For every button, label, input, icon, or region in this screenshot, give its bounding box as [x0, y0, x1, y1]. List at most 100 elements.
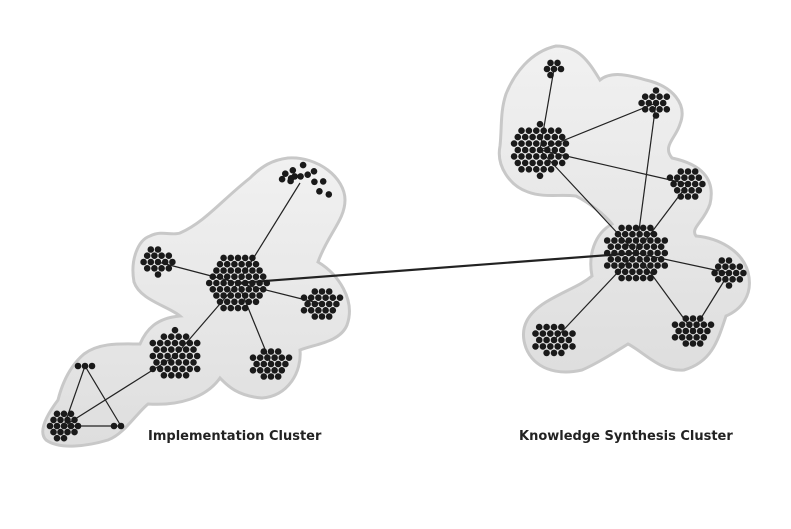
node-dot: [643, 255, 651, 263]
node-dot: [140, 258, 147, 266]
node-dot: [149, 339, 157, 347]
node-dot: [650, 230, 658, 238]
node-dot: [654, 249, 661, 257]
node-dot: [274, 360, 282, 368]
node-dot: [525, 127, 533, 134]
node-dot: [684, 180, 692, 188]
node-dot: [325, 191, 333, 198]
node-dot: [562, 153, 570, 160]
node-dot: [558, 336, 565, 344]
node-dot: [647, 249, 654, 257]
implementation-cluster-region: [41, 156, 351, 448]
node-dot: [71, 416, 78, 424]
node-dot: [684, 168, 692, 175]
node-dot: [213, 279, 220, 287]
node-dot: [156, 365, 164, 373]
node-dot: [639, 237, 647, 244]
node-dot: [307, 307, 315, 314]
node-dot: [673, 187, 681, 194]
node-dot: [252, 286, 260, 293]
node-dot: [689, 340, 697, 347]
node-dot: [241, 279, 249, 287]
node-dot: [561, 330, 569, 337]
node-dot: [249, 367, 257, 374]
node-dot: [205, 279, 213, 287]
node-dot: [521, 159, 529, 167]
edge-i-low-i-tri-left: [63, 355, 176, 427]
node-dot: [238, 260, 245, 268]
node-dot: [725, 269, 733, 277]
node-dot: [614, 268, 622, 276]
node-group-i-tri-right: [110, 422, 125, 430]
node-dot: [539, 330, 547, 337]
node-dot: [678, 334, 686, 341]
knowledge-synthesis-cluster-label: Knowledge Synthesis Cluster: [519, 429, 733, 444]
node-dot: [253, 360, 260, 368]
node-dot: [53, 410, 61, 418]
node-dot: [611, 237, 618, 244]
node-dot: [650, 268, 658, 276]
node-dot: [554, 343, 561, 350]
node-dot: [209, 273, 217, 281]
node-group-k-topright: [638, 87, 671, 119]
node-dot: [234, 304, 242, 312]
node-dot: [158, 252, 165, 259]
node-dot: [691, 180, 699, 188]
node-dot: [311, 300, 319, 308]
node-dot: [607, 255, 615, 263]
node-dot: [656, 106, 663, 113]
node-group-i-tri-top: [74, 362, 96, 370]
node-dot: [278, 175, 286, 183]
node-dot: [529, 159, 536, 167]
node-dot: [291, 173, 299, 180]
node-dot: [267, 348, 275, 355]
node-dot: [618, 262, 625, 269]
node-dot: [168, 333, 175, 341]
node-dot: [543, 336, 550, 344]
node-dot: [241, 292, 249, 299]
node-dot: [220, 304, 227, 312]
node-dot: [554, 59, 561, 67]
node-dot: [681, 174, 688, 181]
node-group-k-right: [711, 257, 747, 289]
node-dot: [722, 276, 729, 283]
node-dot: [175, 346, 182, 353]
node-dot: [673, 174, 681, 181]
node-dot: [711, 269, 718, 277]
node-dot: [297, 173, 304, 180]
node-dot: [227, 279, 235, 287]
edge-k-topright-k-hub: [635, 102, 657, 254]
node-dot: [689, 315, 697, 322]
node-dot: [621, 230, 629, 238]
node-dot: [160, 359, 168, 366]
node-dot: [220, 279, 227, 287]
node-dot: [169, 258, 176, 266]
node-dot: [561, 343, 569, 350]
node-dot: [547, 343, 554, 350]
node-dot: [252, 298, 260, 306]
node-dot: [652, 87, 660, 94]
node-dot: [641, 106, 649, 113]
node-dot: [216, 298, 224, 306]
node-dot: [74, 422, 82, 430]
node-dot: [529, 133, 536, 141]
node-dot: [611, 249, 618, 257]
node-dot: [691, 168, 699, 175]
node-group-k-left: [510, 120, 570, 180]
node-dot: [704, 327, 711, 335]
node-dot: [540, 140, 547, 147]
node-dot: [614, 255, 622, 263]
node-dot: [220, 254, 227, 262]
node-dot: [678, 321, 686, 329]
node-dot: [621, 268, 629, 276]
node-dot: [64, 428, 71, 436]
node-dot: [238, 286, 245, 293]
node-dot: [521, 133, 529, 141]
node-dot: [307, 294, 315, 302]
node-dot: [632, 224, 640, 232]
node-dot: [647, 274, 654, 282]
node-dot: [110, 422, 118, 430]
node-dot: [175, 359, 182, 366]
node-dot: [318, 288, 326, 295]
